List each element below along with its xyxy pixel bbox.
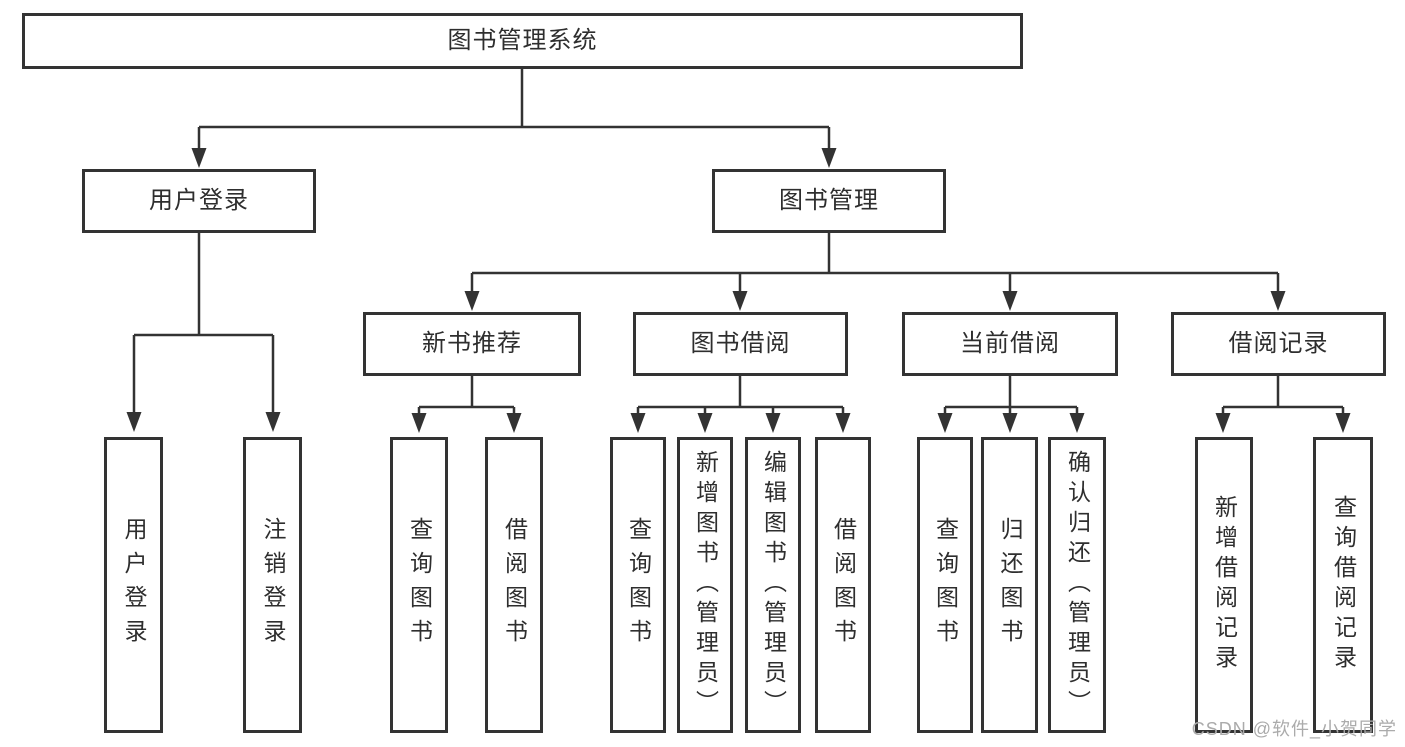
leaf-label: 确认归还（管理员） [1064, 450, 1091, 720]
leaf-label: 借阅图书 [501, 517, 528, 653]
arrowhead [630, 413, 646, 433]
arrowhead [506, 413, 522, 433]
arrowhead [265, 412, 281, 432]
leaf-borrowing-edit-books-admin: 编辑图书（管理员） [745, 437, 801, 733]
arrowhead [1069, 413, 1085, 433]
leaf-label: 查询图书 [932, 517, 959, 653]
leaf-label: 注销登录 [260, 517, 286, 653]
leaf-label: 借阅图书 [830, 517, 857, 653]
leaf-label: 查询图书 [625, 517, 652, 653]
arrowhead [126, 412, 142, 432]
branch-new-book-recommendation-connectors [411, 376, 522, 433]
arrowhead [1270, 291, 1286, 311]
arrowhead [1215, 413, 1231, 433]
node-user-login: 用户登录 [82, 169, 316, 233]
node-current-borrowing: 当前借阅 [902, 312, 1118, 376]
leaf-borrowing-query-books: 查询图书 [610, 437, 666, 733]
arrowhead [191, 148, 207, 168]
leaf-label: 查询借阅记录 [1330, 495, 1357, 675]
arrowhead [464, 291, 480, 311]
leaf-user-login: 用户登录 [104, 437, 163, 733]
branch-root-connectors [191, 69, 837, 168]
branch-current-borrowing-connectors [937, 376, 1085, 433]
leaf-label: 归还图书 [997, 517, 1023, 653]
branch-user-login-connectors [126, 233, 281, 432]
arrowhead [1002, 413, 1018, 433]
leaf-label: 新增借阅记录 [1211, 495, 1238, 675]
watermark: CSDN @软件_小贺同学 [1191, 719, 1397, 739]
leaf-label: 新增图书（管理员） [692, 450, 719, 720]
leaf-label: 编辑图书（管理员） [760, 450, 787, 720]
node-book-borrowing: 图书借阅 [633, 312, 848, 376]
leaf-current-confirm-return-admin: 确认归还（管理员） [1048, 437, 1106, 733]
arrowhead [835, 413, 851, 433]
arrowhead [697, 413, 713, 433]
leaf-label: 查询图书 [406, 517, 433, 653]
leaf-records-add-record: 新增借阅记录 [1195, 437, 1253, 733]
leaf-recommend-borrow-books: 借阅图书 [485, 437, 543, 733]
arrowhead [1335, 413, 1351, 433]
node-borrowing-records: 借阅记录 [1171, 312, 1386, 376]
arrowhead [937, 413, 953, 433]
arrowhead [1002, 291, 1018, 311]
leaf-logout: 注销登录 [243, 437, 302, 733]
branch-book-borrowing-connectors [630, 376, 851, 433]
leaf-current-query-books: 查询图书 [917, 437, 973, 733]
leaf-recommend-query-books: 查询图书 [390, 437, 448, 733]
leaf-borrowing-add-books-admin: 新增图书（管理员） [677, 437, 733, 733]
leaf-records-query-record: 查询借阅记录 [1313, 437, 1373, 733]
branch-book-management-connectors [464, 233, 1286, 311]
leaf-label: 用户登录 [121, 517, 147, 653]
leaf-current-return-books: 归还图书 [981, 437, 1038, 733]
node-book-management: 图书管理 [712, 169, 946, 233]
node-new-book-recommendation: 新书推荐 [363, 312, 581, 376]
arrowhead [765, 413, 781, 433]
arrowhead [732, 291, 748, 311]
arrowhead [411, 413, 427, 433]
node-root: 图书管理系统 [22, 13, 1023, 69]
leaf-borrowing-borrow-books: 借阅图书 [815, 437, 871, 733]
branch-borrowing-records-connectors [1215, 376, 1351, 433]
arrowhead [821, 148, 837, 168]
